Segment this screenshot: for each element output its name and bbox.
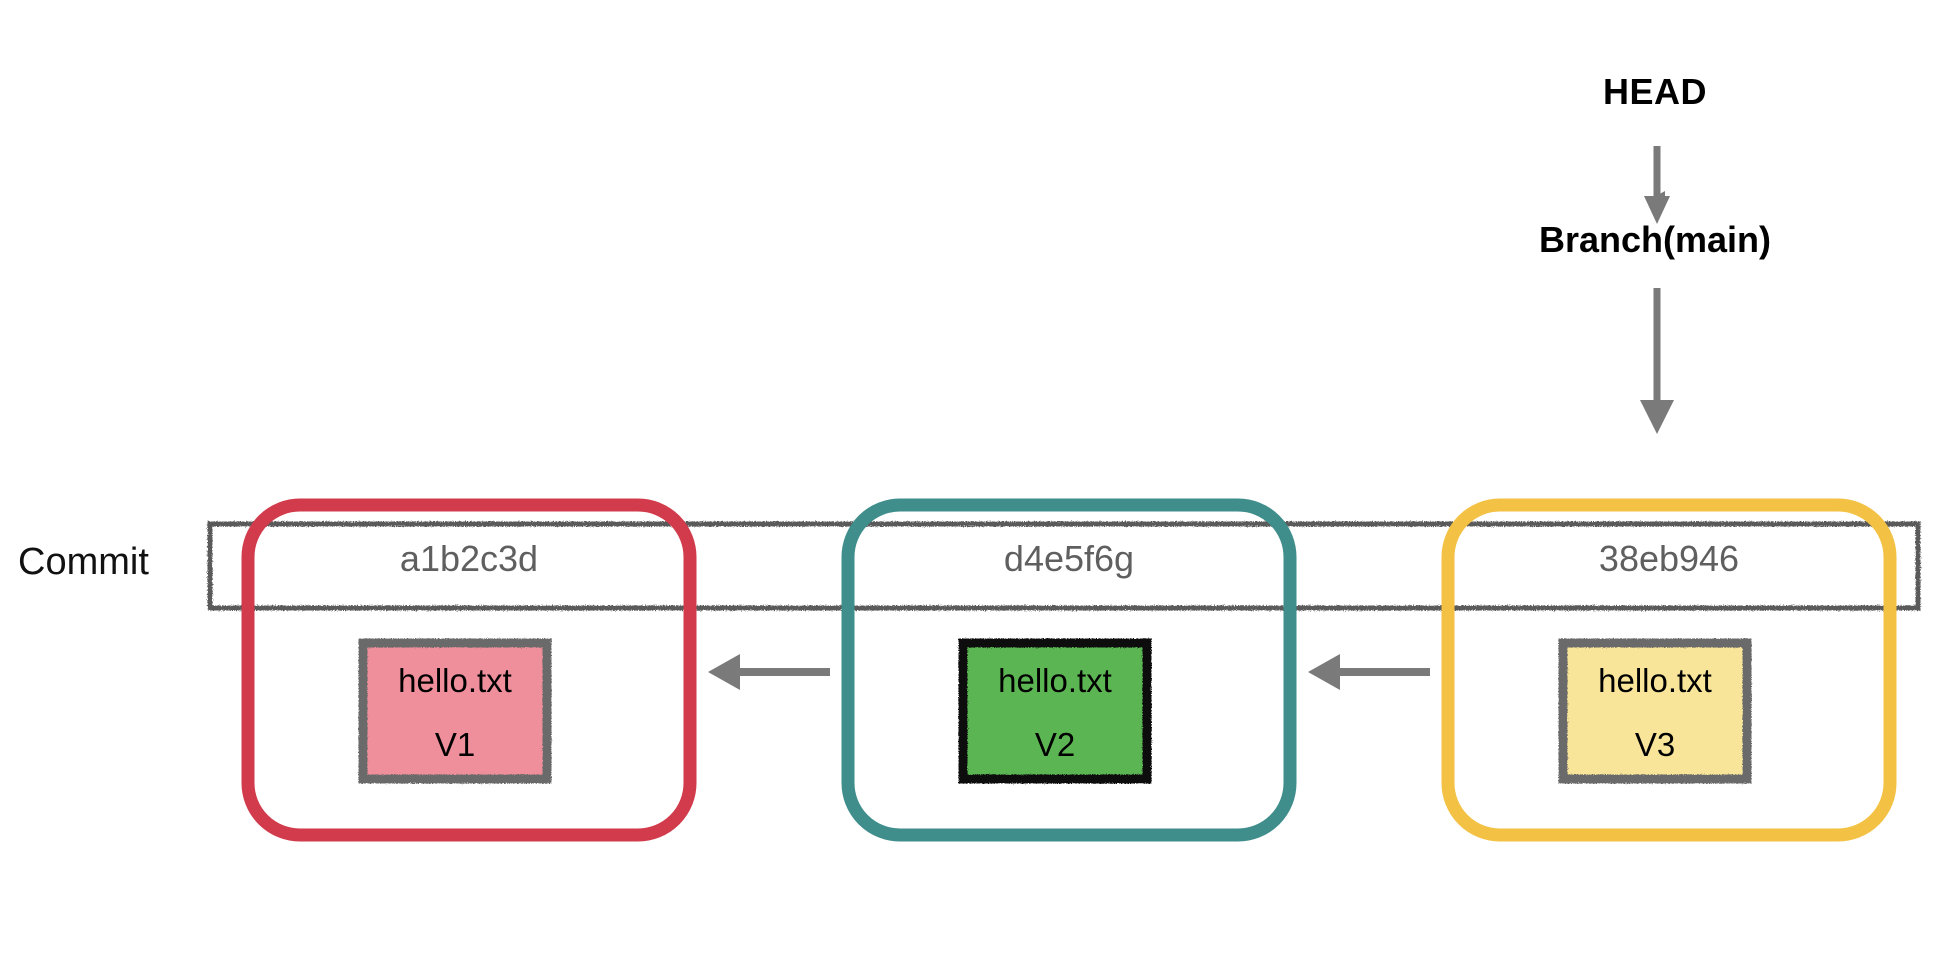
commit-outline-a1b2c3d[interactable] <box>241 498 697 842</box>
file-card-v2: hello.txt V2 <box>963 643 1147 779</box>
file-name-v1: hello.txt <box>398 662 512 699</box>
file-box-shape-v2 <box>958 638 1152 784</box>
branch-to-commit-arrow <box>1640 288 1674 434</box>
file-card-v1: hello.txt V1 <box>363 643 547 779</box>
file-box-shape-v3 <box>1558 638 1752 784</box>
file-version-v3: V3 <box>1634 726 1676 763</box>
commit-outline-38eb946[interactable] <box>1441 498 1897 842</box>
commit-outline-d4e5f6g[interactable] <box>841 498 1297 842</box>
commit-hash-2: d4e5f6g <box>1003 538 1135 579</box>
file-name-v2: hello.txt <box>998 662 1112 699</box>
commit-hash-1: a1b2c3d <box>399 538 539 579</box>
file-card-v3: hello.txt V3 <box>1563 643 1747 779</box>
file-box-shape-v1 <box>358 638 552 784</box>
branch-pointer-label: Branch(main) <box>1538 219 1772 260</box>
file-version-v2: V2 <box>1034 726 1076 763</box>
commit-hash-3: 38eb946 <box>1598 538 1740 579</box>
head-pointer-label: HEAD <box>1602 71 1707 112</box>
parent-arrow-38eb946-to-d4e5f6g <box>1308 654 1430 690</box>
file-name-v3: hello.txt <box>1598 662 1712 699</box>
commit-row-strip <box>207 521 1921 611</box>
parent-arrow-d4e5f6g-to-a1b2c3d <box>708 654 830 690</box>
commit-row-label: Commit <box>18 541 149 583</box>
head-to-branch-arrow <box>1644 146 1670 224</box>
file-version-v1: V1 <box>434 726 476 763</box>
